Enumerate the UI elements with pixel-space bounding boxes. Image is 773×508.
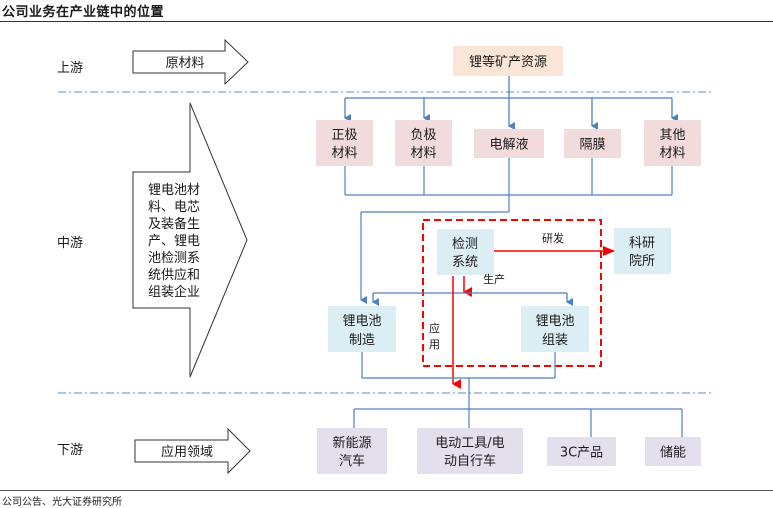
downstream-arrow-text: 应用领域 — [161, 444, 213, 460]
resource-box — [453, 46, 563, 76]
battery-manufacture-text-1: 锂电池 — [342, 314, 381, 329]
stage-label-midstream: 中游 — [57, 236, 83, 251]
resource-to-materials-connector — [344, 76, 678, 130]
application-box — [417, 428, 523, 474]
battery-assembly-text-2: 组装 — [542, 333, 568, 348]
application-label-1: 应 — [429, 321, 440, 335]
testing-system-box — [437, 229, 494, 275]
production-label: 生产 — [483, 272, 505, 286]
upstream-arrow — [132, 38, 249, 86]
material-box — [474, 129, 544, 158]
application-box — [547, 437, 616, 466]
upstream-arrow-text: 原材料 — [165, 56, 204, 71]
material-box-text: 材料 — [410, 146, 436, 161]
application-box-text: 动自行车 — [444, 453, 496, 469]
material-box-text: 正极 — [331, 128, 357, 143]
material-box-text: 隔膜 — [579, 138, 605, 153]
material-box — [395, 120, 452, 166]
midstream-arrow-text-line: 及装备生 — [148, 216, 200, 232]
midstream-arrow-text-line: 产、锂电 — [148, 234, 200, 249]
battery-manufacture-box — [328, 306, 396, 352]
material-box — [316, 120, 373, 166]
downstream-arrow — [134, 427, 251, 475]
material-box-text: 材料 — [659, 146, 685, 161]
materials-collector-connector — [344, 158, 673, 304]
application-box-text: 储能 — [660, 446, 686, 461]
application-box-text: 3C产品 — [560, 446, 603, 461]
battery-manufacture-text-2: 制造 — [349, 333, 375, 348]
application-box-text: 电动工具/电 — [435, 436, 504, 451]
midstream-arrow-text-line: 统供应和 — [148, 267, 200, 283]
source-note: 公司公告、光大证券研究所 — [2, 497, 122, 508]
application-box-text: 新能源 — [332, 435, 371, 451]
material-box — [644, 120, 701, 166]
midstream-to-downstream-connector — [353, 352, 683, 437]
midstream-arrow-text-line: 料、电芯 — [148, 200, 200, 215]
material-box — [564, 129, 621, 158]
midstream-arrow — [132, 102, 248, 378]
research-institute-text-1: 科研 — [629, 236, 655, 251]
testing-system-text-1: 检测 — [452, 237, 478, 252]
research-institute-box — [614, 228, 671, 274]
stage-label-upstream: 上游 — [57, 61, 83, 76]
resource-box-text: 锂等矿产资源 — [469, 54, 547, 70]
battery-assembly-text-1: 锂电池 — [535, 314, 574, 329]
material-box-text: 电解液 — [489, 138, 528, 153]
rnd-label: 研发 — [542, 231, 564, 245]
midstream-arrow-text-line: 组装企业 — [148, 284, 200, 300]
research-institute-text-2: 院所 — [629, 254, 655, 269]
application-box-text: 汽车 — [339, 453, 365, 469]
material-box-text: 负极 — [410, 128, 436, 143]
midstream-arrow-text-line: 池检测系 — [148, 251, 200, 266]
application-box — [317, 428, 387, 474]
midstream-arrow-text-line: 锂电池材 — [148, 183, 200, 198]
battery-assembly-box — [521, 306, 589, 352]
material-box-text: 其他 — [659, 128, 685, 143]
application-label-2: 用 — [429, 338, 440, 351]
footer-divider — [0, 490, 773, 491]
stage-label-downstream: 下游 — [57, 443, 83, 458]
production-distribution-connector — [372, 292, 573, 306]
testing-system-text-2: 系统 — [452, 255, 478, 270]
application-box — [645, 437, 701, 466]
page-title: 公司业务在产业链中的位置 — [2, 5, 165, 20]
material-box-text: 材料 — [331, 146, 357, 161]
title-divider — [0, 21, 773, 22]
